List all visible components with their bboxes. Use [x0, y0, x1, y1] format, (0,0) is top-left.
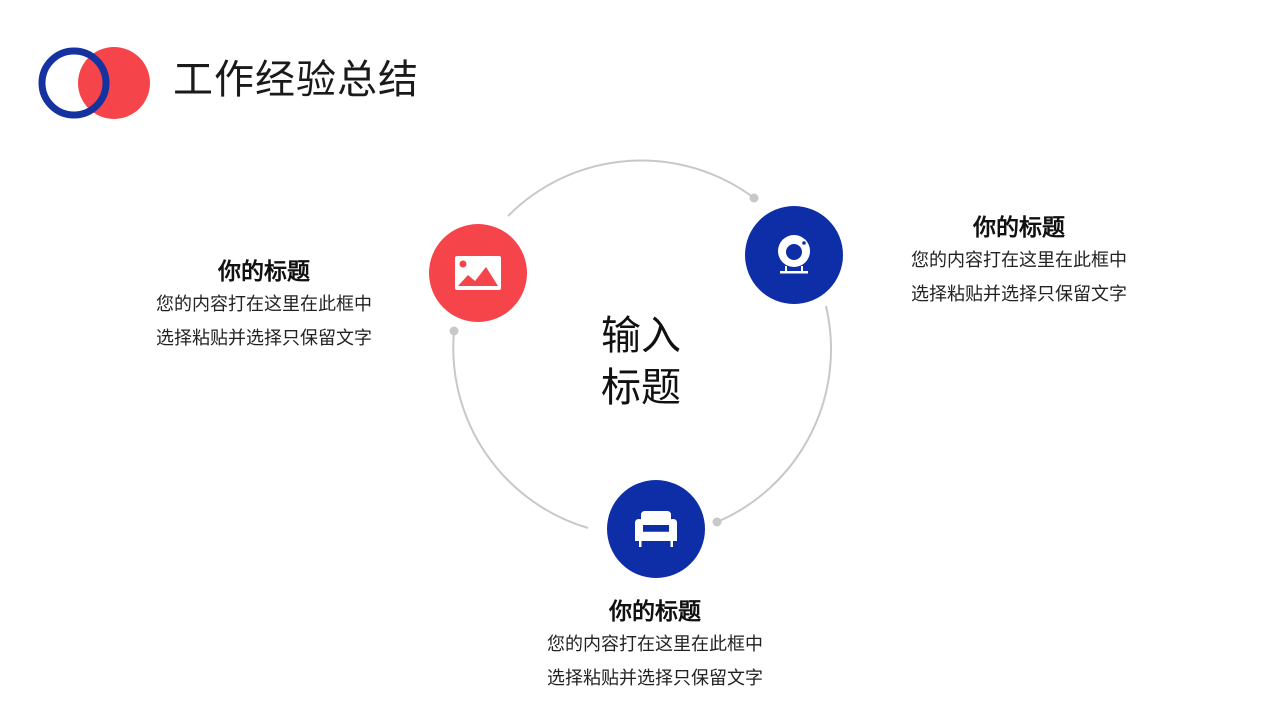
connector-dot	[749, 193, 759, 203]
connector-dot	[712, 517, 722, 527]
center-title-line1: 输入	[601, 313, 681, 359]
card-desc-line1: 您的内容打在这里在此框中	[156, 294, 372, 315]
card-bottom: 你的标题 您的内容打在这里在此框中 选择粘贴并选择只保留文字	[515, 596, 795, 696]
image-icon	[455, 256, 501, 290]
card-desc-line1: 您的内容打在这里在此框中	[911, 250, 1127, 271]
card-title: 你的标题	[973, 215, 1065, 241]
center-title: 输入 标题	[591, 310, 691, 414]
card-title: 你的标题	[218, 259, 310, 285]
node-sofa	[607, 480, 705, 578]
node-image	[429, 224, 527, 322]
node-webcam	[745, 206, 843, 304]
card-left: 你的标题 您的内容打在这里在此框中 选择粘贴并选择只保留文字	[124, 256, 404, 356]
connector-dot	[449, 326, 459, 336]
card-desc-line2: 选择粘贴并选择只保留文字	[911, 284, 1127, 305]
center-title-line2: 标题	[601, 365, 681, 411]
card-title: 你的标题	[609, 599, 701, 625]
sofa-icon	[635, 511, 677, 547]
card-desc-line1: 您的内容打在这里在此框中	[547, 634, 763, 655]
card-right: 你的标题 您的内容打在这里在此框中 选择粘贴并选择只保留文字	[879, 212, 1159, 312]
card-desc-line2: 选择粘贴并选择只保留文字	[156, 328, 372, 349]
logo-icon	[38, 47, 150, 119]
webcam-icon	[778, 235, 810, 274]
card-desc-line2: 选择粘贴并选择只保留文字	[547, 668, 763, 689]
page-title: 工作经验总结	[173, 57, 419, 103]
